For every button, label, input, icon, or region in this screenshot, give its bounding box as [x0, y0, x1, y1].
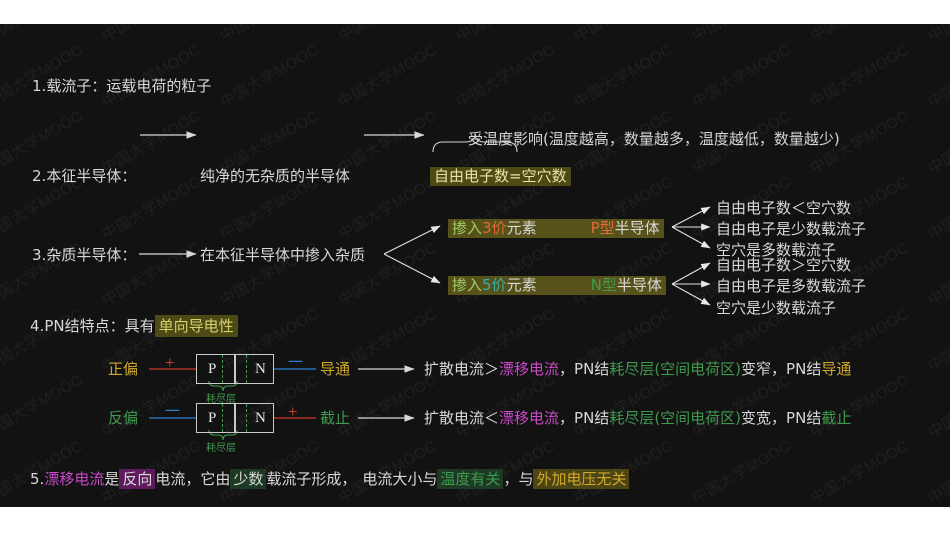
fwd-desc-state: 导通 [821, 360, 852, 378]
line4-number: 4. [30, 317, 45, 335]
depletion-dash-left-forward [222, 355, 223, 383]
fwd-desc-c: 变窄， [741, 360, 787, 378]
pn-divider-reverse [234, 403, 236, 433]
depletion-dash-right-forward [246, 355, 247, 383]
line3-number: 3. [32, 246, 47, 264]
depletion-label-forward: 耗尽层 [206, 394, 236, 405]
forward-bias-label: 正偏 [108, 360, 139, 378]
line5: 5.漂移电流是反向电流，它由少数载流子形成， 电流大小与温度有关，与外加电压无关 [30, 469, 630, 489]
line5-voltage-highlight: 外加电压无关 [533, 469, 630, 489]
line3-label: 杂质半导体： [46, 246, 137, 264]
p-outcome-2: 空穴是多数载流子 [716, 241, 837, 259]
branch-n-valence: 5价 [482, 276, 507, 294]
brace-depletion-rev [208, 429, 238, 441]
line1-number: 1. [32, 77, 47, 95]
connector-layer [139, 131, 711, 441]
branch-p-result: P型 [590, 219, 615, 237]
fwd-desc-d: PN结 [786, 360, 822, 378]
fan-n-1 [671, 262, 711, 285]
line2-result-box: 自由电子数=空穴数 [430, 167, 571, 186]
line4-label: PN结特点： [44, 317, 125, 335]
n-outcome-1: 自由电子是多数载流子 [716, 277, 867, 295]
reverse-left-sign: 一 [165, 404, 181, 420]
rev-desc-a: 扩散电流＜ [424, 409, 500, 427]
reverse-bias-label: 反偏 [108, 409, 139, 427]
branch-l3-p [383, 225, 441, 255]
depletion-dash-left-reverse [222, 404, 223, 432]
line5-carrier: 载流子形成， [266, 470, 357, 488]
fan-n-3 [671, 283, 711, 306]
pn-forward-p: P [208, 361, 217, 377]
p-outcome-0: 自由电子数＜空穴数 [716, 199, 852, 217]
forward-description: 扩散电流＞漂移电流，PN结耗尽层(空间电荷区)变窄，PN结导通 [424, 362, 851, 377]
rev-desc-state: 截止 [821, 409, 852, 427]
forward-left-sign: + [165, 353, 175, 372]
line2-label: 本征半导体： [46, 167, 137, 185]
branch-n-result-tail: 半导体 [616, 276, 662, 294]
depletion-label-reverse: 耗尽层 [206, 443, 236, 454]
pn-reverse-n: N [255, 410, 266, 426]
reverse-description: 扩散电流＜漂移电流，PN结耗尽层(空间电荷区)变宽，PN结截止 [424, 411, 851, 426]
line1-body: 运载电荷的粒子 [106, 77, 212, 95]
pn-reverse-p: P [208, 410, 217, 426]
line5-minority-highlight: 少数 [230, 469, 267, 489]
p-outcome-1: 自由电子是少数载流子 [716, 220, 867, 238]
line5-temp-highlight: 温度有关 [437, 469, 504, 489]
rev-desc-drift: 漂移电流 [499, 409, 560, 427]
branch-box-p: 掺入3价元素 P型半导体 [448, 219, 664, 238]
line5-drift: 漂移电流 [44, 470, 105, 488]
brace-depletion-fwd [208, 380, 238, 392]
line4-lead: 具有 [124, 317, 155, 335]
branch-p-result-tail: 半导体 [614, 219, 660, 237]
line5-magnitude: 电流大小与 [362, 470, 438, 488]
line5-current: 电流，它由 [155, 470, 231, 488]
rev-desc-b: ，PN结 [559, 409, 610, 427]
line2-temperature-note: 受温度影响(温度越高，数量越多，温度越低，数量越少) [468, 130, 840, 148]
pn-forward-n: N [255, 361, 266, 377]
pn-divider-forward [234, 354, 236, 384]
branch-n-result: N型 [590, 276, 617, 294]
line5-number: 5. [30, 470, 45, 488]
line5-reverse-highlight: 反向 [119, 469, 156, 489]
text-layer: 1.载流子：运载电荷的粒子 2.本征半导体： 纯净的无杂质的半导体 自由电子数=… [0, 24, 950, 507]
fwd-desc-b: ，PN结 [559, 360, 610, 378]
n-outcome-0: 自由电子数＞空穴数 [716, 256, 852, 274]
branch-n-prefix: 掺入 [452, 276, 483, 294]
line2-mid: 纯净的无杂质的半导体 [200, 167, 351, 185]
branch-l3-n [383, 253, 441, 284]
rev-desc-c: 变宽， [741, 409, 787, 427]
branch-n-elem: 元素 [506, 276, 537, 294]
fwd-desc-drift: 漂移电流 [499, 360, 560, 378]
branch-p-elem: 元素 [506, 219, 537, 237]
line2-number: 2. [32, 167, 47, 185]
n-outcome-2: 空穴是少数载流子 [716, 299, 837, 317]
reverse-state: 截止 [320, 409, 351, 427]
fwd-desc-a: 扩散电流＞ [424, 360, 500, 378]
reverse-right-sign: + [288, 402, 298, 421]
line1: 1.载流子：运载电荷的粒子 [32, 79, 211, 94]
rev-desc-layer: 耗尽层(空间电荷区) [609, 409, 742, 427]
line3-label-group: 3.杂质半导体： [32, 248, 136, 263]
branch-box-n: 掺入5价元素 N型半导体 [448, 276, 666, 295]
line5-with: ，与 [503, 470, 534, 488]
forward-right-sign: 一 [288, 355, 304, 371]
line1-label: 载流子： [46, 77, 107, 95]
depletion-dash-right-reverse [246, 404, 247, 432]
fan-p-3 [671, 226, 711, 249]
fwd-desc-layer: 耗尽层(空间电荷区) [609, 360, 742, 378]
line3-mid: 在本征半导体中掺入杂质 [200, 246, 366, 264]
fan-p-1 [671, 206, 711, 228]
rev-desc-d: PN结 [786, 409, 822, 427]
line5-is: 是 [104, 470, 120, 488]
branch-p-valence: 3价 [482, 219, 507, 237]
line4-heading: 4.PN结特点：具有单向导电性 [30, 315, 238, 337]
line2-label-group: 2.本征半导体： [32, 169, 136, 184]
branch-p-prefix: 掺入 [452, 219, 483, 237]
brace-l2 [432, 133, 518, 153]
line4-highlight: 单向导电性 [154, 315, 238, 337]
forward-state: 导通 [320, 360, 351, 378]
